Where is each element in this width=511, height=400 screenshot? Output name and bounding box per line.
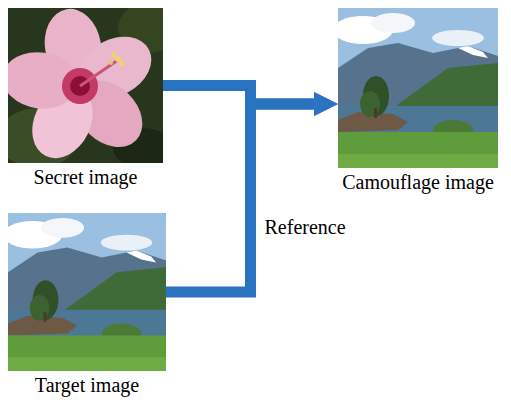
- flower-photo: [8, 8, 163, 163]
- image-caption: Secret image: [8, 166, 163, 189]
- image-caption: Camouflage image: [338, 171, 498, 194]
- landscape-photo: [338, 8, 498, 168]
- thick-arrow: [166, 104, 316, 292]
- image-node: Secret image: [8, 8, 163, 189]
- edge-label: Reference: [263, 216, 348, 239]
- image-caption: Target image: [8, 374, 166, 397]
- image-node: Camouflage image: [338, 8, 498, 194]
- landscape-photo: [8, 213, 166, 371]
- image-node: Target image: [8, 213, 166, 397]
